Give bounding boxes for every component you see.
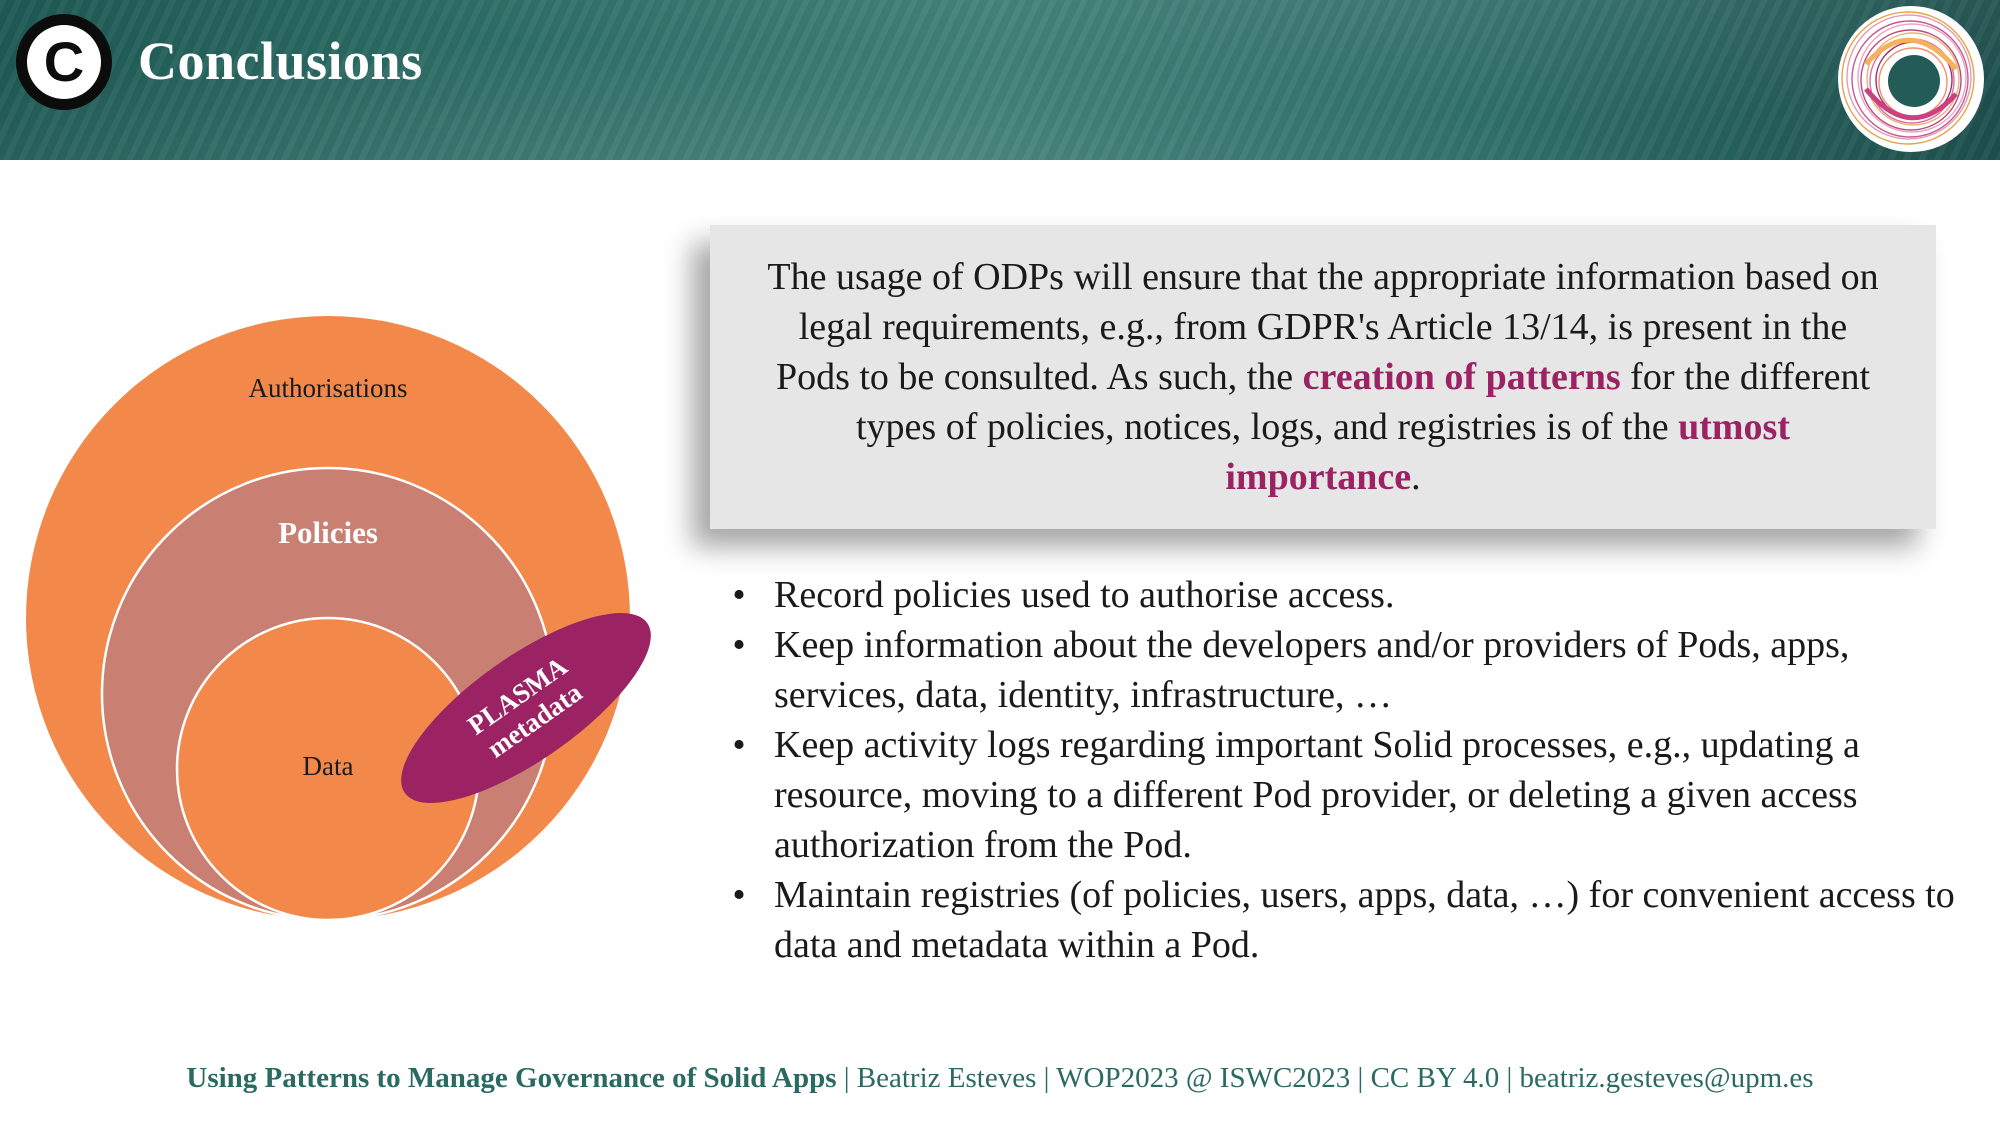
section-badge-letter: C bbox=[27, 25, 101, 99]
footer-title: Using Patterns to Manage Governance of S… bbox=[186, 1062, 837, 1094]
spiral-ring-logo-icon bbox=[1838, 6, 1984, 152]
bullet-item: • Keep information about the developers a… bbox=[724, 620, 1974, 720]
bullet-text: Keep activity logs regarding important S… bbox=[774, 724, 1860, 866]
nested-circles-diagram: Authorisations Policies Data PLASMA meta… bbox=[26, 316, 651, 922]
bullet-text: Keep information about the developers an… bbox=[774, 624, 1850, 716]
header-texture bbox=[0, 0, 2000, 160]
header-banner: C Conclusions bbox=[0, 0, 2000, 160]
bullet-text: Maintain registries (of policies, users,… bbox=[774, 874, 1955, 966]
bullet-marker: • bbox=[732, 874, 746, 916]
summary-part3: . bbox=[1411, 456, 1421, 498]
summary-text: The usage of ODPs will ensure that the a… bbox=[763, 252, 1883, 502]
summary-part1: The usage of ODPs will ensure that the a… bbox=[767, 256, 1879, 398]
slide-footer: Using Patterns to Manage Governance of S… bbox=[0, 1062, 2000, 1095]
summary-part2: for the different types of policies, not… bbox=[855, 356, 1871, 448]
bullet-marker: • bbox=[732, 724, 746, 766]
authorisations-label: Authorisations bbox=[249, 373, 408, 403]
slide-title: Conclusions bbox=[138, 31, 423, 91]
footer-meta: | Beatriz Esteves | WOP2023 @ ISWC2023 |… bbox=[836, 1062, 1814, 1094]
summary-highlight-creation: creation of patterns bbox=[1302, 356, 1621, 398]
bullet-text: Record policies used to authorise access… bbox=[774, 574, 1395, 616]
bullet-item: • Record policies used to authorise acces… bbox=[724, 570, 1974, 620]
bullet-item: • Keep activity logs regarding important … bbox=[724, 720, 1974, 870]
bullet-marker: • bbox=[732, 624, 746, 666]
policies-label: Policies bbox=[278, 515, 378, 550]
section-badge: C bbox=[16, 14, 112, 110]
bullet-item: • Maintain registries (of policies, users… bbox=[724, 870, 1974, 970]
summary-callout: The usage of ODPs will ensure that the a… bbox=[710, 225, 1936, 529]
conclusion-bullets: • Record policies used to authorise acces… bbox=[724, 570, 1974, 970]
data-label: Data bbox=[303, 751, 354, 781]
summary-highlight-importance: utmost importance bbox=[1225, 406, 1790, 498]
bullet-marker: • bbox=[732, 574, 746, 616]
